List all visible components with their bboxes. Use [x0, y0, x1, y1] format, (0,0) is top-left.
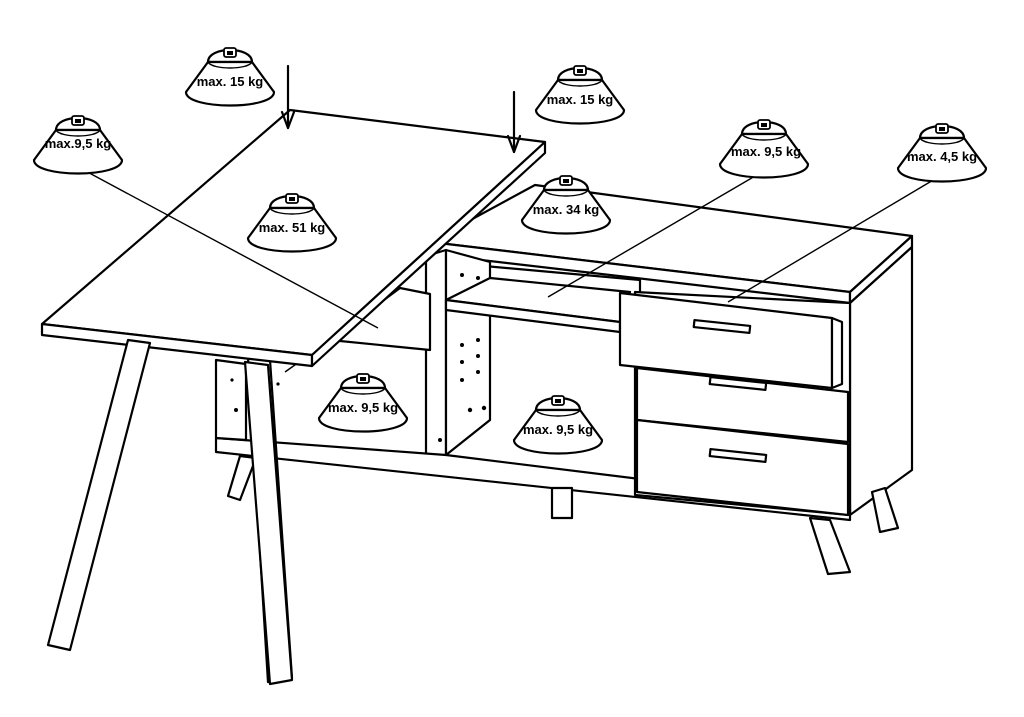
- weight-label: max. 34 kg: [533, 202, 600, 217]
- weight-label: max. 9,5 kg: [731, 144, 801, 159]
- weight-w1: max. 15 kg: [184, 46, 276, 107]
- desk-leg-front-left: [46, 338, 152, 652]
- vertical-divider: [424, 248, 448, 464]
- weight-w4: max. 15 kg: [534, 64, 626, 125]
- sideboard-leg-back-right: [870, 486, 900, 534]
- leader-w2: [79, 167, 379, 329]
- sideboard-leg-left: [226, 454, 258, 502]
- bottom-drawer-handle[interactable]: [708, 447, 768, 464]
- weight-label: max.9,5 kg: [45, 136, 112, 151]
- sideboard-leg-front-right: [808, 516, 852, 576]
- weight-label: max. 9,5 kg: [523, 422, 593, 437]
- desk-leg-front-right: [243, 360, 294, 686]
- weight-w7: max. 4,5 kg: [896, 122, 988, 183]
- sideboard-left-panel: [214, 358, 248, 442]
- weight-w5: max. 34 kg: [520, 174, 612, 235]
- weight-label: max. 9,5 kg: [328, 400, 398, 415]
- shelf-pin-holes: [438, 273, 487, 442]
- weight-label: max. 51 kg: [259, 220, 326, 235]
- leader-lines: [79, 167, 941, 329]
- sideboard-leg-middle: [550, 486, 574, 520]
- middle-drawer[interactable]: [635, 366, 850, 444]
- weight-w2: max.9,5 kg: [32, 114, 124, 175]
- weight-label: max. 15 kg: [197, 74, 264, 89]
- desk-top-side-edge: [310, 140, 547, 368]
- weight-w3: max. 51 kg: [246, 192, 338, 253]
- load-arrows: [280, 64, 522, 154]
- middle-drawer-handle[interactable]: [708, 375, 768, 392]
- weight-w8: max. 9,5 kg: [317, 372, 409, 433]
- weight-w9: max. 9,5 kg: [512, 394, 604, 455]
- bottom-drawer[interactable]: [635, 418, 850, 517]
- top-drawer-handle[interactable]: [692, 318, 752, 335]
- top-drawer-side: [830, 316, 844, 390]
- weight-w6: max. 9,5 kg: [718, 118, 810, 179]
- leader-w7: [727, 175, 941, 303]
- weight-label: max. 4,5 kg: [907, 149, 977, 164]
- weight-label: max. 15 kg: [547, 92, 614, 107]
- leader-w6: [547, 171, 763, 298]
